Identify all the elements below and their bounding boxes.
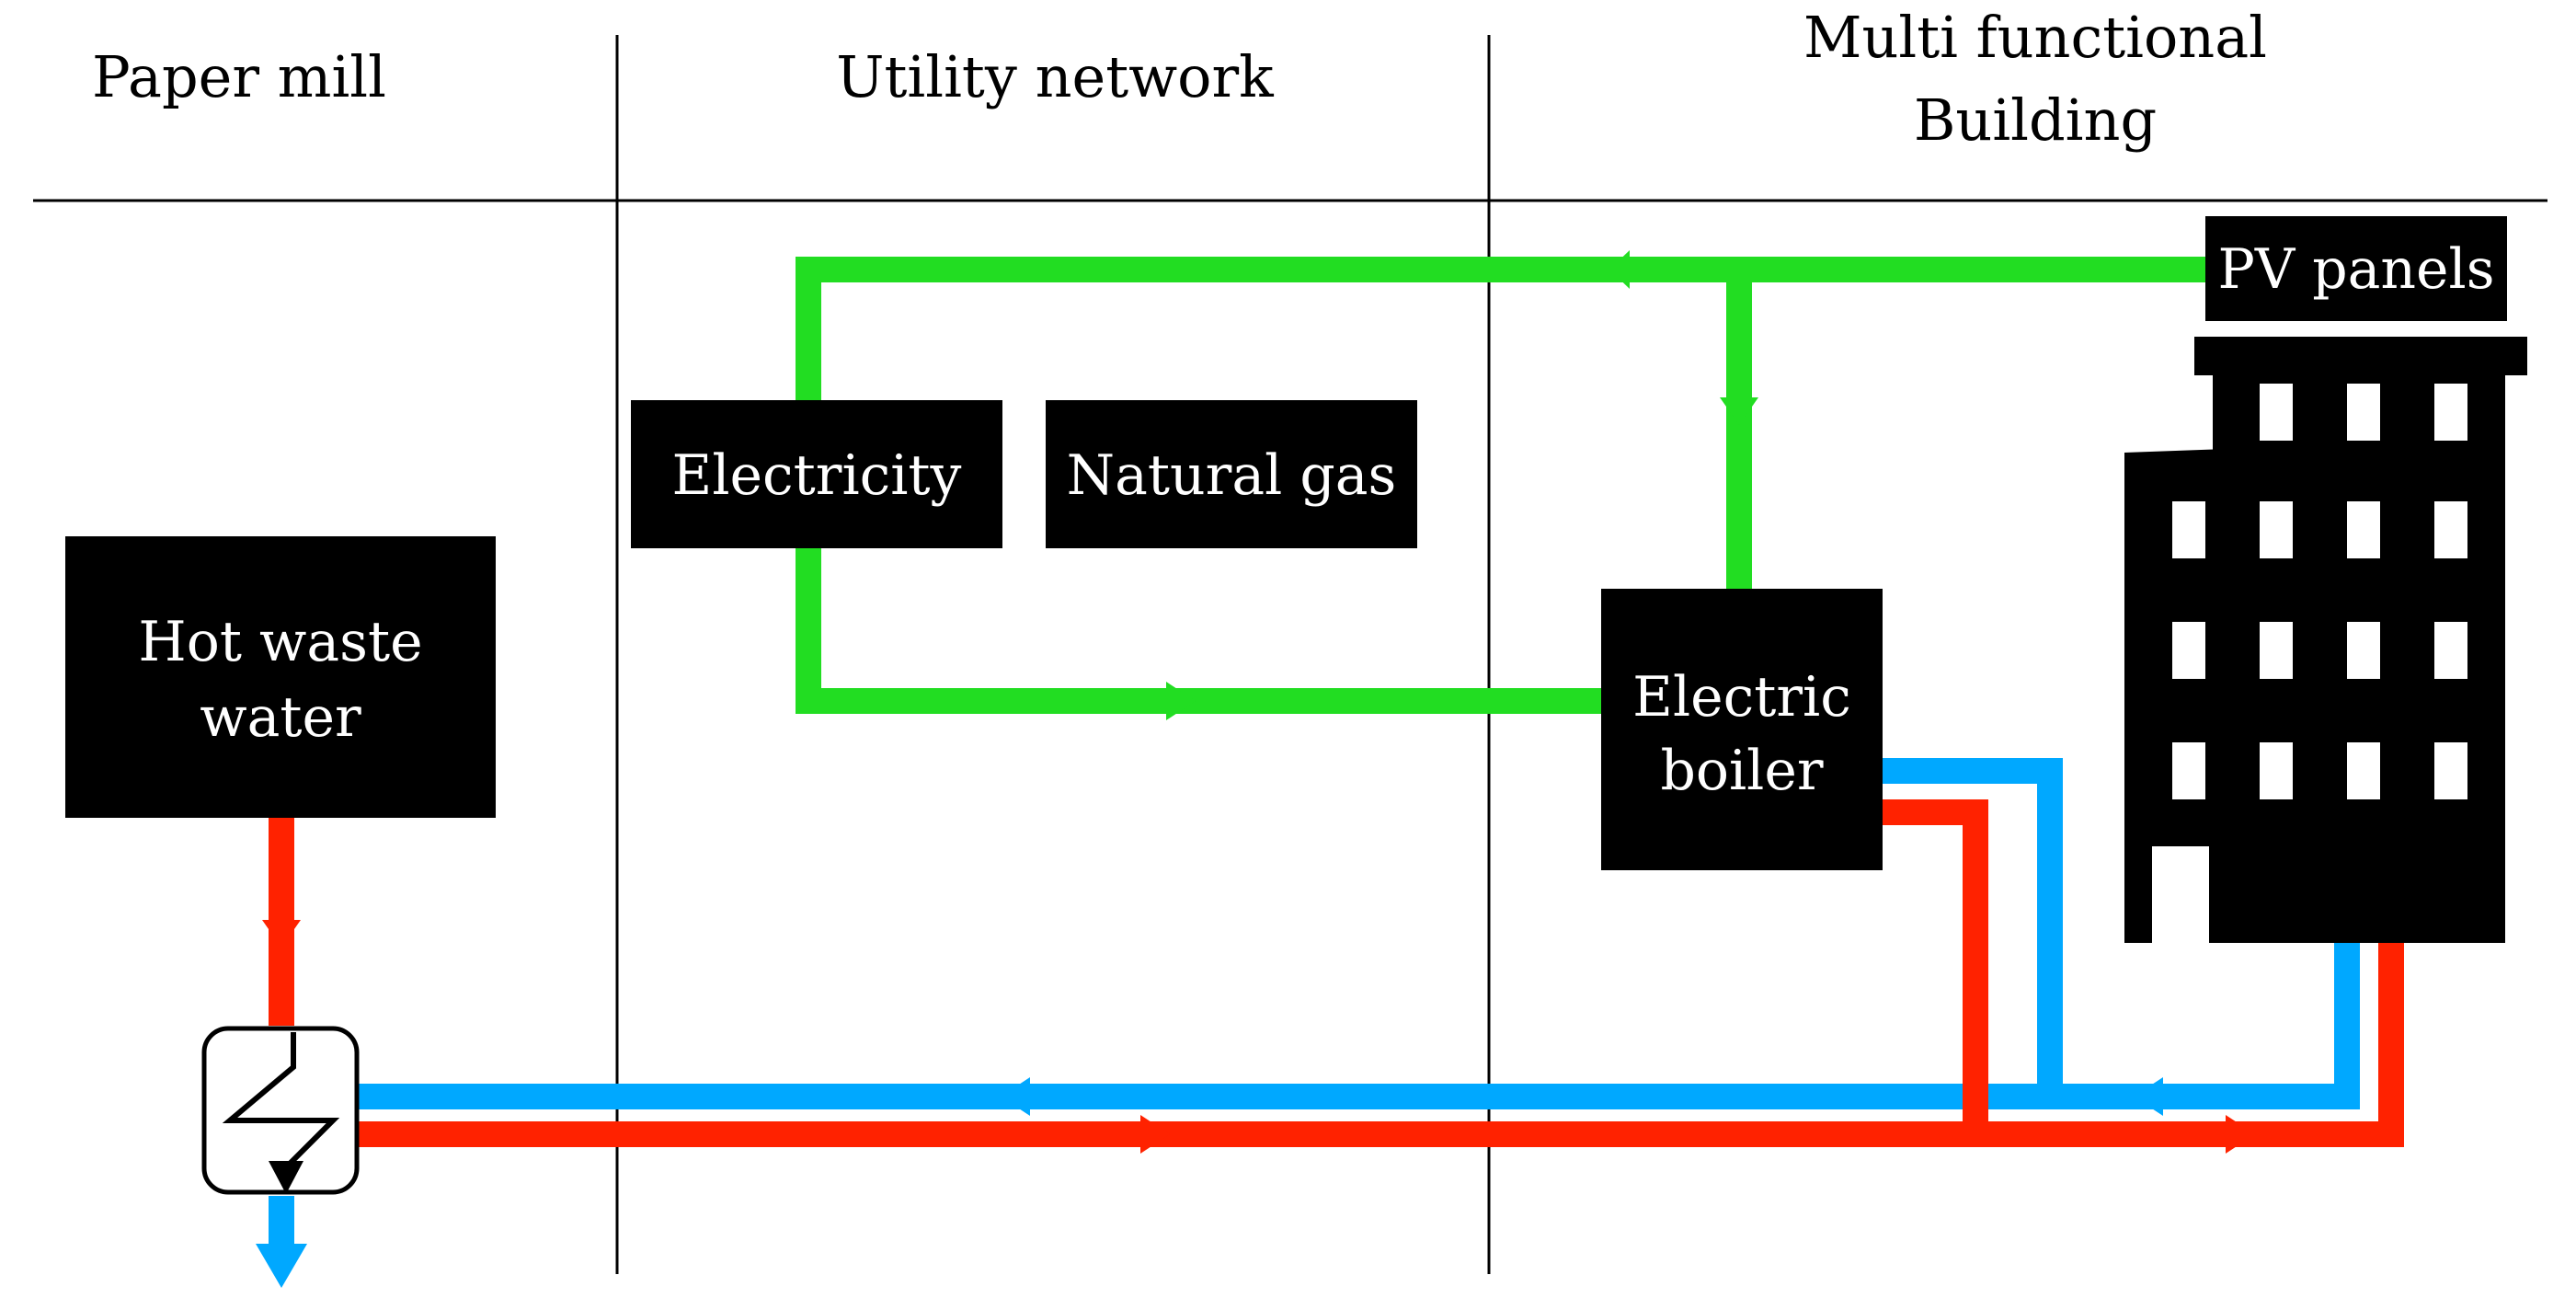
building-icon: [2124, 337, 2527, 943]
flow-grid-to-boiler: [796, 548, 1605, 714]
electric-boiler-line2: boiler: [1660, 739, 1823, 803]
header-building-line1: Multi functional: [1803, 4, 2267, 71]
arrow-green-bottom: [1166, 682, 1196, 720]
arrow-blue-outlet: [256, 1244, 307, 1288]
heat-exchanger-icon: [201, 1026, 360, 1195]
node-hot-waste-water: Hot waste water: [65, 536, 496, 818]
node-electric-boiler: Electric boiler: [1601, 589, 1883, 870]
hot-waste-water-line2: water: [200, 685, 361, 750]
flow-pv-to-grid: [796, 257, 2212, 405]
natural-gas-label: Natural gas: [1067, 443, 1397, 508]
arrow-green-top: [1609, 250, 1630, 289]
node-electricity: Electricity: [631, 400, 1002, 548]
arrow-red-down: [262, 920, 301, 948]
node-pv-panels: PV panels: [2205, 216, 2507, 321]
hot-waste-water-line1: Hot waste: [138, 610, 422, 674]
header-utility-network: Utility network: [836, 43, 1274, 110]
node-natural-gas: Natural gas: [1046, 400, 1417, 548]
arrow-blue-right: [2134, 1077, 2163, 1116]
flow-hot-from-boiler: [1881, 799, 1988, 1134]
arrow-red-right: [2226, 1115, 2255, 1154]
header-building-line2: Building: [1914, 86, 2157, 154]
electricity-label: Electricity: [672, 443, 962, 508]
arrow-blue-left: [1001, 1077, 1030, 1116]
arrow-green-down: [1720, 397, 1758, 425]
flow-cold-from-boiler: [1881, 758, 2063, 1097]
header-paper-mill: Paper mill: [92, 43, 386, 110]
pv-panels-label: PV panels: [2217, 237, 2494, 302]
arrow-red-mid: [1140, 1115, 1170, 1154]
electric-boiler-line1: Electric: [1632, 665, 1851, 729]
flow-hot-supply-main: [355, 943, 2404, 1147]
